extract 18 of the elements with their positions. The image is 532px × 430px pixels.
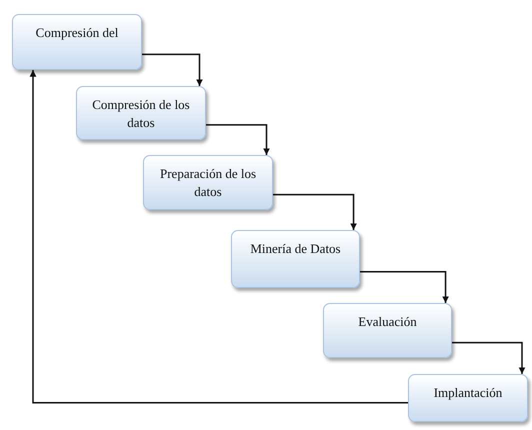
step-label: Preparación de los datos [158,165,258,200]
process-box [12,14,142,70]
process-box [143,155,273,210]
process-box [231,230,360,288]
process-box [408,374,528,422]
arrow [360,271,449,303]
arrow [142,54,203,86]
arrow [452,342,526,374]
process-box [76,86,206,140]
step-label: Implantación [432,384,504,402]
step-label: Compresión del [34,24,120,42]
process-box [323,303,452,358]
arrow [273,194,357,230]
arrow [206,124,270,155]
arrow [30,70,408,404]
step-label: Minería de Datos [249,240,342,258]
step-label: Evaluación [357,313,418,331]
step-label: Compresión de los datos [91,96,191,132]
